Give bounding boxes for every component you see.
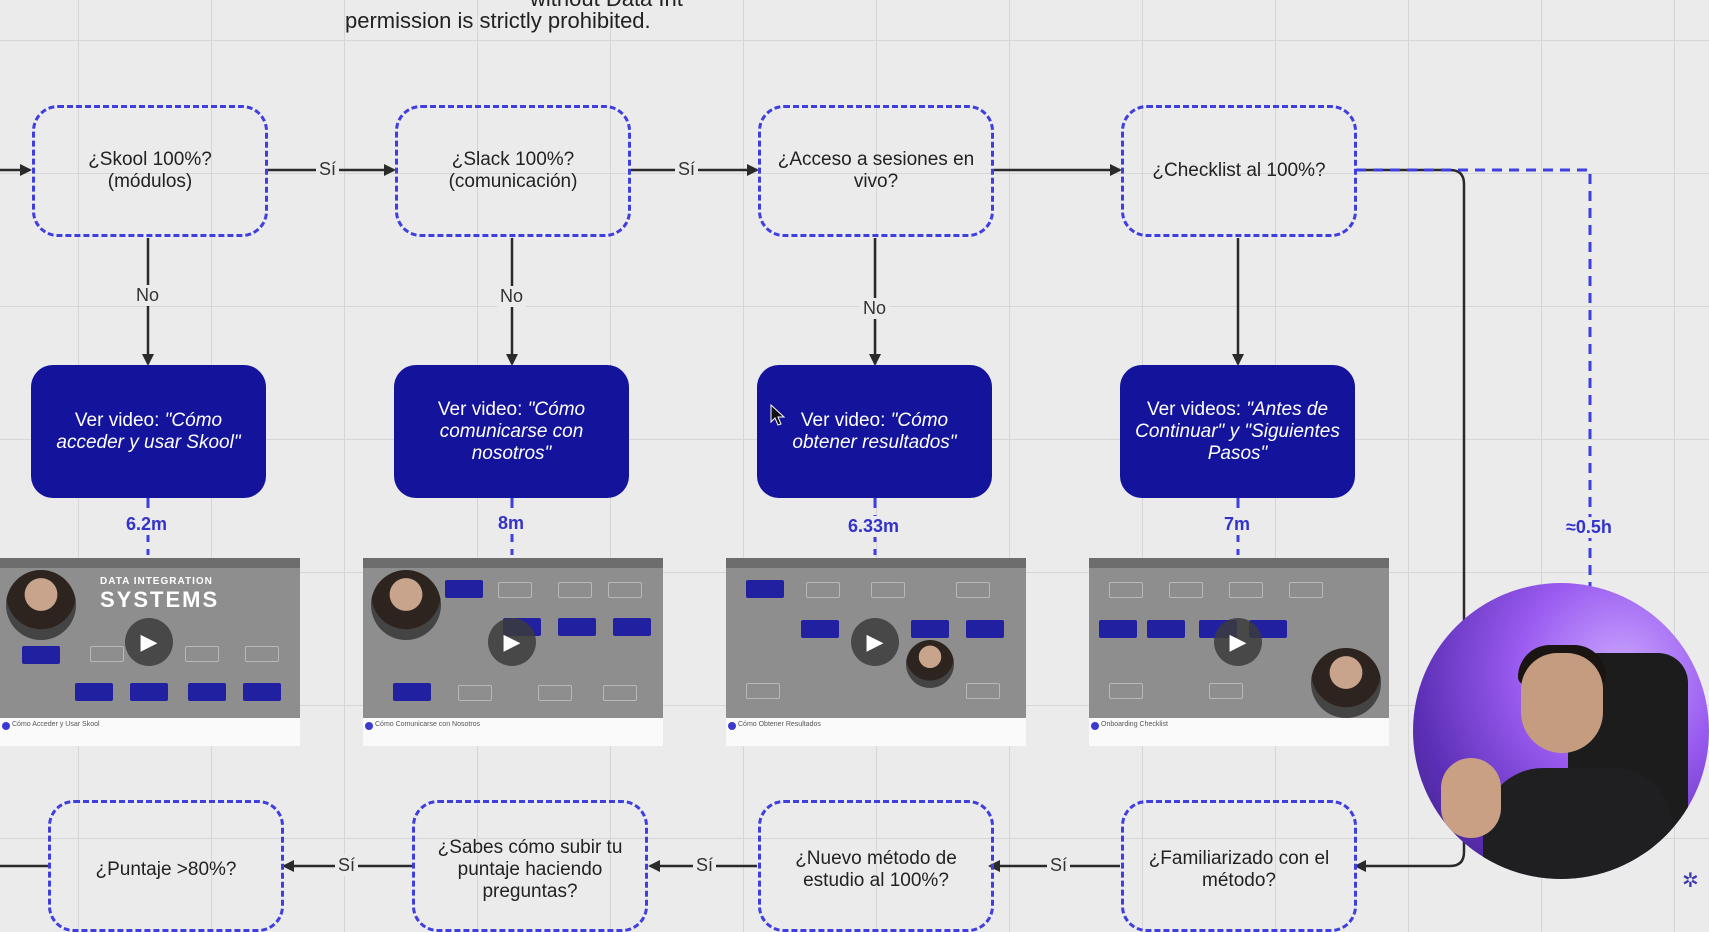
video-thumbnail-4[interactable]: ▶ Onboarding Checklist [1089, 558, 1389, 746]
action-title: "Antes de Continuar" y "Siguientes Pasos… [1135, 398, 1340, 464]
action-prefix: Ver video: [437, 398, 528, 420]
play-icon[interactable]: ▶ [851, 618, 899, 666]
header-text: permission is strictly prohibited. [345, 8, 651, 33]
action-slack-video[interactable]: Ver video: "Cómo comunicarse con nosotro… [394, 365, 629, 498]
question-slack[interactable]: ¿Slack 100%? (comunicación) [395, 105, 631, 237]
play-icon[interactable]: ▶ [1214, 618, 1262, 666]
side-duration-link [1356, 168, 1592, 600]
action-title: "Cómo acceder y usar Skool" [56, 409, 241, 453]
edge-label-no: No [860, 298, 890, 319]
presenter-webcam [1413, 583, 1709, 879]
thumbnail-caption: Cómo Obtener Resultados [738, 721, 821, 728]
cursor-icon [770, 404, 786, 426]
action-title: "Cómo obtener resultados" [792, 409, 957, 453]
thumbnail-logo: DATA INTEGRATION SYSTEMS [100, 576, 220, 612]
question-sesiones[interactable]: ¿Acceso a sesiones en vivo? [758, 105, 994, 237]
logo-icon: ✲ [1682, 870, 1699, 892]
edge-label-yes: Sí [675, 159, 699, 180]
thumbnail-screen: ▶ [726, 558, 1026, 718]
question-familiarizado[interactable]: ¿Familiarizado con el método? [1121, 800, 1357, 932]
edge-label-no: No [497, 286, 527, 307]
side-duration: ≈0.5h [1562, 517, 1616, 538]
question-skool[interactable]: ¿Skool 100%? (módulos) [32, 105, 268, 237]
video-thumbnail-3[interactable]: ▶ Cómo Obtener Resultados [726, 558, 1026, 746]
edge-label-no: No [133, 285, 163, 306]
duration-1: 6.2m [122, 514, 172, 535]
question-subir-puntaje[interactable]: ¿Sabes cómo subir tu puntaje haciendo pr… [412, 800, 648, 932]
thumbnail-caption: Onboarding Checklist [1101, 721, 1168, 728]
thumbnail-screen: ▶ [1089, 558, 1389, 718]
action-resultados-video[interactable]: Ver video: "Cómo obtener resultados" [757, 365, 992, 498]
duration-2: 8m [494, 513, 529, 534]
action-checklist-videos[interactable]: Ver videos: "Antes de Continuar" y "Sigu… [1120, 365, 1355, 498]
video-thumbnail-2[interactable]: ▶ Cómo Comunicarse con Nosotros [363, 558, 663, 746]
action-skool-video[interactable]: Ver video: "Cómo acceder y usar Skool" [31, 365, 266, 498]
presenter-avatar [371, 570, 441, 640]
question-checklist[interactable]: ¿Checklist al 100%? [1121, 105, 1357, 237]
presenter-avatar [906, 640, 954, 688]
thumbnail-screen: ▶ [363, 558, 663, 718]
action-prefix: Ver video: [74, 409, 165, 431]
action-title: "Cómo comunicarse con nosotros" [439, 398, 586, 464]
thumbnail-caption: Cómo Acceder y Usar Skool [12, 721, 100, 728]
play-icon[interactable]: ▶ [125, 618, 173, 666]
play-icon[interactable]: ▶ [488, 618, 536, 666]
thumbnail-caption: Cómo Comunicarse con Nosotros [375, 721, 481, 728]
duration-4: 7m [1220, 514, 1255, 535]
question-nuevo-metodo[interactable]: ¿Nuevo método de estudio al 100%? [758, 800, 994, 932]
edge-label-yes: Sí [1047, 855, 1071, 876]
edge-label-yes: Sí [693, 855, 717, 876]
action-prefix: Ver videos: [1146, 398, 1247, 420]
question-puntaje[interactable]: ¿Puntaje >80%? [48, 800, 284, 932]
presenter-avatar [6, 570, 76, 640]
thumbnail-screen: DATA INTEGRATION SYSTEMS ▶ [0, 558, 300, 718]
duration-3: 6.33m [844, 516, 904, 537]
edge-label-yes: Sí [335, 855, 359, 876]
action-prefix: Ver video: [800, 409, 891, 431]
edge-check-right [1354, 168, 1466, 872]
video-thumbnail-1[interactable]: DATA INTEGRATION SYSTEMS ▶ Cómo Acceder … [0, 558, 300, 746]
presenter-avatar [1311, 648, 1381, 718]
edge-label-yes: Sí [316, 159, 340, 180]
header-cut-text: without Data Int [530, 0, 683, 12]
